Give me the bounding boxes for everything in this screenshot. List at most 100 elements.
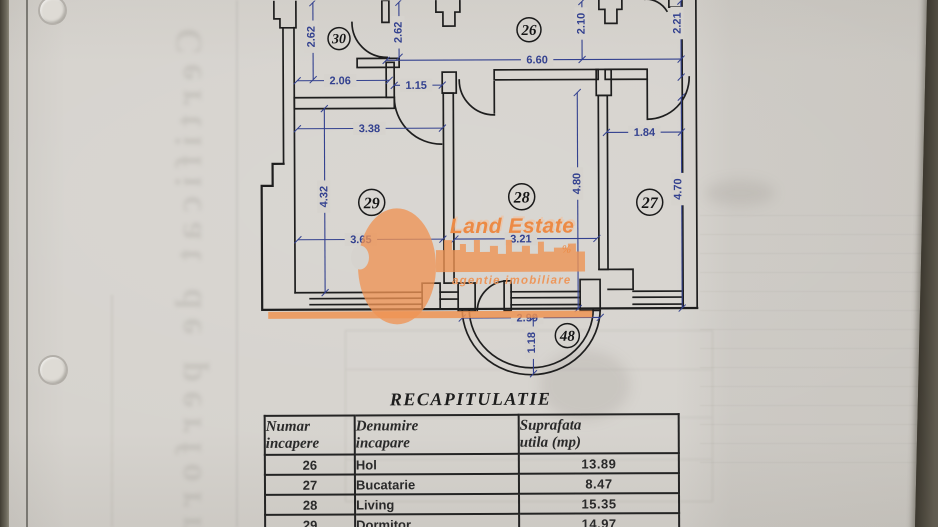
- svg-text:1.18: 1.18: [526, 332, 538, 353]
- room-number: 26: [516, 16, 542, 43]
- bleedthrough-line: [346, 459, 712, 460]
- room-number: 29: [357, 188, 386, 217]
- dimension-label: 4.70: [671, 172, 684, 206]
- bleedthrough-ruled-lines: [700, 215, 922, 477]
- recap-cell: 13.89: [518, 453, 679, 474]
- dimension: 3.21: [451, 232, 601, 245]
- svg-text:4.80: 4.80: [571, 173, 583, 194]
- dimension: 2.10: [574, 0, 588, 64]
- bleedthrough-smudge: [705, 180, 775, 206]
- svg-text:2.10: 2.10: [576, 13, 588, 34]
- dimension-label: 2.21: [670, 6, 684, 40]
- dimension: 2.06: [293, 73, 394, 87]
- svg-text:3.38: 3.38: [359, 123, 380, 135]
- desk-surface-left: [0, 0, 9, 527]
- key-head: [358, 208, 437, 325]
- svg-text:4.32: 4.32: [318, 186, 330, 207]
- dimension-label: 2.10: [574, 7, 588, 40]
- plan-dimensions: 2.62 2.06 2.62 1.15 6.60 2.10 2.21 3.38 1.84 4.32…: [293, 0, 687, 378]
- dimension-label: 2.06: [323, 73, 357, 87]
- svg-text:2.06: 2.06: [329, 75, 350, 87]
- svg-text:28: 28: [513, 190, 530, 207]
- dimension: 4.70: [671, 93, 687, 312]
- key-hole: [350, 245, 369, 270]
- svg-text:29: 29: [363, 195, 380, 212]
- room-number: 30: [327, 26, 351, 51]
- dimension-label: 4.80: [570, 167, 583, 200]
- svg-text:2.21: 2.21: [672, 12, 684, 33]
- room-number: 28: [507, 183, 536, 211]
- dimension-label: 6.60: [520, 53, 554, 66]
- dimension: 2.21: [670, 0, 686, 81]
- recap-cell: Living: [355, 493, 520, 515]
- svg-text:30: 30: [331, 32, 346, 47]
- recap-cell: 26: [264, 454, 355, 475]
- bleedthrough-line: [346, 417, 712, 418]
- recap-cell: Bucatarie: [354, 473, 520, 495]
- dimension-label: 4.32: [317, 180, 330, 213]
- dimension: 1.84: [602, 125, 686, 139]
- dimension-label: 1.84: [628, 125, 661, 139]
- recap-title: RECAPITULATIE: [389, 388, 552, 410]
- svg-text:3.21: 3.21: [510, 233, 531, 245]
- dimension-label: 2.62: [391, 16, 405, 49]
- dimension: 6.60: [382, 53, 685, 66]
- svg-text:1.15: 1.15: [405, 80, 426, 92]
- bleedthrough-line: [346, 369, 712, 370]
- logo-subtitle: agentie imobiliare: [452, 275, 571, 288]
- agency-watermark: Land Estate Land Estate % agentie imobil…: [268, 208, 593, 325]
- key-teeth-skyline: [435, 239, 586, 273]
- logo-title-echo: Land Estate: [452, 213, 577, 237]
- bleedthrough-smudge: [540, 350, 630, 420]
- dimension-label: 2.62: [304, 20, 318, 53]
- dimension-label: 3.21: [504, 232, 538, 245]
- recap-cell: 8.47: [518, 473, 680, 494]
- dimension: 1.18: [524, 313, 538, 378]
- dimension: 1.15: [390, 78, 447, 92]
- svg-text:6.60: 6.60: [526, 54, 547, 66]
- logo-mark: %: [562, 244, 571, 256]
- room-number: 27: [635, 188, 664, 216]
- recap-cell: 14.97: [519, 513, 680, 527]
- dimension: 4.32: [317, 104, 330, 297]
- dimension: 4.80: [570, 88, 583, 313]
- recap-cell: 28: [265, 494, 356, 515]
- svg-text:1.84: 1.84: [634, 127, 656, 139]
- recap-cell: 27: [264, 474, 356, 495]
- recap-cell: Dormitor: [355, 513, 520, 527]
- punch-hole: [38, 355, 68, 385]
- key-shaft: [268, 310, 593, 319]
- paper-crease: [111, 295, 113, 527]
- svg-text:48: 48: [559, 329, 576, 345]
- room-number: 48: [554, 322, 581, 349]
- dimension-label: 1.18: [524, 326, 538, 359]
- plan-room-labels: 30 26 29 28 27 48: [327, 16, 664, 349]
- svg-text:27: 27: [641, 195, 659, 212]
- recap-cell: 29: [265, 514, 356, 527]
- page-margin-line: [26, 0, 28, 527]
- punch-hole: [38, 0, 67, 25]
- svg-text:2.62: 2.62: [306, 26, 318, 47]
- dimension-label: 3.38: [353, 121, 386, 135]
- paper-crease: [236, 0, 238, 527]
- svg-text:4.70: 4.70: [672, 178, 684, 199]
- recap-cell: Hol: [354, 453, 519, 475]
- dimension: 3.38: [293, 121, 447, 135]
- plan-walls: [260, 0, 699, 376]
- svg-text:26: 26: [520, 23, 537, 39]
- recap-cell: 15.35: [519, 493, 680, 514]
- dimension: 2.62: [304, 0, 318, 84]
- dimension-label: 1.15: [399, 78, 433, 92]
